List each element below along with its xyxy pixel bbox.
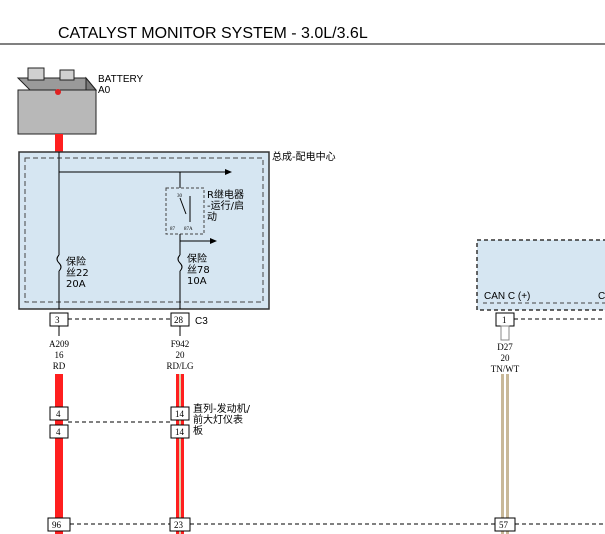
circuit-f942-color: RD/LG <box>167 361 195 371</box>
pin-1: 1 <box>502 315 507 325</box>
wire-f942-stripe <box>179 374 181 534</box>
fuse-78-icon <box>177 254 183 272</box>
fuse-22-line1: 保险 <box>66 255 86 268</box>
pin-3: 3 <box>55 315 60 325</box>
inline-connector-label-3: 板 <box>193 424 203 437</box>
pin-28: 28 <box>174 315 184 325</box>
relay-label-line3: 动 <box>207 211 217 223</box>
circuit-f942-code: F942 <box>171 339 190 349</box>
fuse-78-rating: 10A <box>187 276 207 287</box>
bottom-pin-57: 57 <box>499 520 509 530</box>
relay-outline <box>165 187 205 235</box>
inline-pin-box-14b <box>170 424 190 439</box>
pdc-box <box>18 151 270 310</box>
battery-icon <box>16 67 98 135</box>
fuse-22-line2: 丝22 <box>66 267 89 279</box>
inline-pin-14b: 14 <box>175 427 185 437</box>
circuit-a209-color: RD <box>53 361 66 371</box>
inline-pin-4b: 4 <box>56 427 61 437</box>
inline-pin-box-4b <box>49 424 69 439</box>
circuit-d27-gauge: 20 <box>501 353 511 363</box>
fuse-78-line2: 丝78 <box>187 264 210 276</box>
inline-pin-box-4a <box>49 406 69 421</box>
inline-pin-4a: 4 <box>56 409 61 419</box>
bottom-pin-96: 96 <box>52 520 62 530</box>
wire-a209 <box>55 374 63 534</box>
battery-wire <box>55 134 63 152</box>
relay-pin-87: 87 <box>170 227 176 232</box>
wire-d27-stripe <box>504 374 506 534</box>
circuit-f942-gauge: 20 <box>176 350 186 360</box>
relay-pin-30: 30 <box>177 194 183 199</box>
pdc-label: 总成-配电中心 <box>272 150 336 163</box>
circuit-d27-color: TN/WT <box>491 364 520 374</box>
connector-c3-label: C3 <box>195 316 208 327</box>
inline-connector-label-1: 直列-发动机/ <box>193 402 251 415</box>
battery-code: A0 <box>98 85 111 96</box>
module-pin-label-can-c: CAN C (+) <box>484 291 530 302</box>
fuse-78-line1: 保险 <box>187 252 207 265</box>
circuit-a209-gauge: 16 <box>55 350 65 360</box>
bottom-pin-23: 23 <box>174 520 184 530</box>
fuse-22-rating: 20A <box>66 279 86 290</box>
pdc-inner-outline <box>24 157 264 303</box>
battery-name: BATTERY <box>98 74 144 85</box>
arrow-icon <box>210 238 217 244</box>
diagram-title: CATALYST MONITOR SYSTEM - 3.0L/3.6L <box>58 25 368 42</box>
relay-label-line2: -运行/启 <box>207 199 244 212</box>
module-box <box>476 239 605 311</box>
relay-pin-87a: 87A <box>184 227 193 232</box>
inline-connector-label-2: 前大灯仪表 <box>193 413 243 426</box>
circuit-a209-code: A209 <box>49 339 69 349</box>
circuit-d27-code: D27 <box>497 342 513 352</box>
arrow-icon <box>225 169 232 175</box>
inline-pin-14a: 14 <box>175 409 185 419</box>
relay-switch <box>179 197 187 215</box>
fuse-22-icon <box>56 254 62 272</box>
relay-label-line1: R继电器 <box>207 188 244 201</box>
module-pin-label-cut: C <box>598 291 605 302</box>
inline-pin-box-14a <box>170 406 190 421</box>
